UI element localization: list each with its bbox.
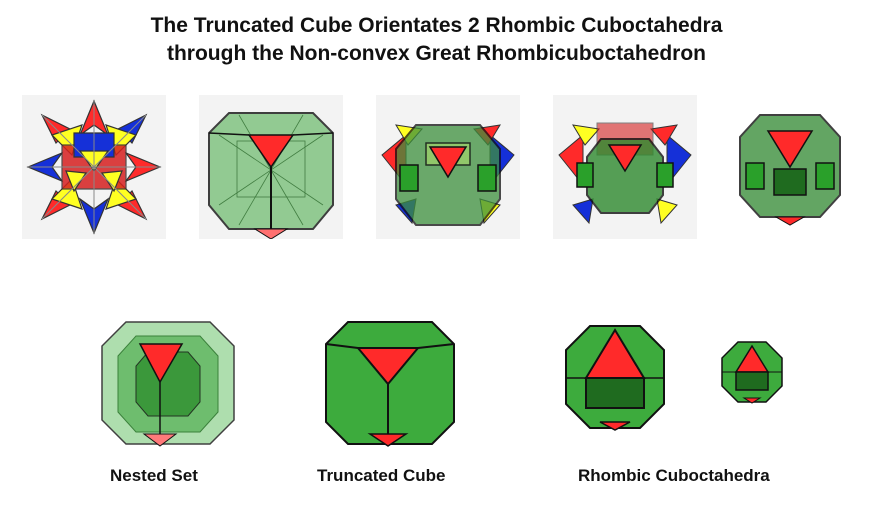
caption-rhombic-cuboctahedra: Rhombic Cuboctahedra (578, 466, 770, 485)
title-line-2: through the Non-convex Great Rhombicuboc… (166, 42, 707, 65)
truncated-cube-image (318, 318, 462, 448)
rhombic-cuboctahedron-large-image (560, 322, 670, 432)
nested-set-image (96, 318, 240, 448)
caption-nested-set: Nested Set (110, 466, 198, 485)
caption-truncated-cube: Truncated Cube (317, 466, 446, 485)
truncated-cube-wireframe-image (199, 95, 343, 239)
rhombic-cuboctahedron-small-image (720, 340, 784, 404)
title-line-1: The Truncated Cube Orientates 2 Rhombic … (150, 14, 723, 37)
great-rhombicuboctahedron-image (22, 95, 166, 239)
nested-overlay-image-b (553, 95, 697, 239)
rhombic-cuboctahedra-pair-image (730, 95, 850, 239)
nested-overlay-image-a (376, 95, 520, 239)
page-title: The Truncated Cube Orientates 2 Rhombic … (0, 12, 873, 68)
